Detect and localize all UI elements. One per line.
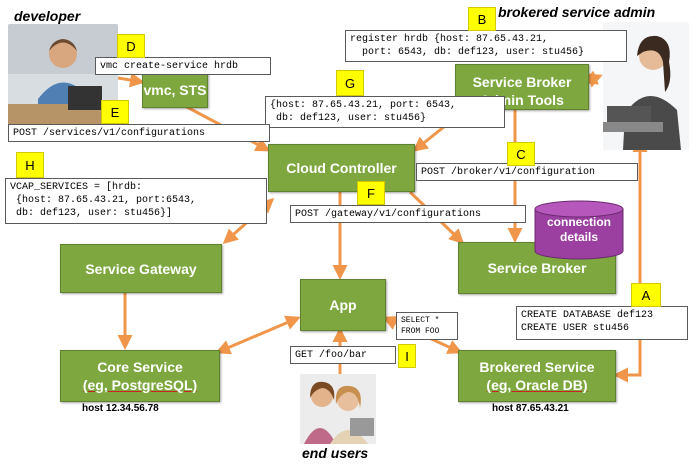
admin-label: brokered service admin xyxy=(498,4,656,20)
step-tag-g: G xyxy=(336,70,364,96)
step-tag-a: A xyxy=(631,283,661,307)
create-database-sql: CREATE DATABASE def123 CREATE USER stu45… xyxy=(516,306,688,340)
arrow-developer-vmc xyxy=(117,72,145,88)
vmc-create-service-command: vmc create-service hrdb xyxy=(95,57,271,75)
connection-details-label: connection details xyxy=(546,215,611,244)
end-users-label: end users xyxy=(302,445,369,461)
app-box[interactable]: App xyxy=(300,279,386,331)
end-users-photo xyxy=(300,374,376,444)
get-foo-bar-request: GET /foo/bar xyxy=(290,346,396,364)
cloud-controller-label: Cloud Controller xyxy=(286,160,397,176)
cloud-controller-box[interactable]: Cloud Controller xyxy=(268,144,415,192)
vmc-sts-label: vmc, STS xyxy=(143,82,207,98)
developer-photo xyxy=(8,24,118,128)
credentials-json: {host: 87.65.43.21, port: 6543, db: def1… xyxy=(265,96,505,128)
brokered-service-box[interactable]: Brokered Service (eg, Oracle DB) xyxy=(458,350,616,402)
step-tag-h: H xyxy=(16,152,44,178)
post-gateway-configurations: POST /gateway/v1/configurations xyxy=(290,205,526,223)
register-command: register hrdb {host: 87.65.43.21, port: … xyxy=(345,30,627,62)
arrow-app-core xyxy=(215,315,301,355)
step-tag-b: B xyxy=(468,7,496,31)
step-tag-i: I xyxy=(398,344,416,368)
connection-details-cylinder-icon xyxy=(534,200,624,260)
brokered-service-example: (eg, Oracle DB) xyxy=(486,377,588,393)
step-tag-c: C xyxy=(507,142,535,166)
core-service-box[interactable]: Core Service (eg, PostgreSQL) xyxy=(60,350,220,402)
select-sql: SELECT * FROM FOO xyxy=(396,312,458,340)
step-tag-d: D xyxy=(117,34,145,58)
core-service-host: host 12.34.56.78 xyxy=(82,403,159,414)
brokered-service-host: host 87.65.43.21 xyxy=(492,403,569,414)
post-services-configurations: POST /services/v1/configurations xyxy=(8,124,270,142)
app-label: App xyxy=(329,297,357,313)
service-broker-label: Service Broker xyxy=(487,260,587,276)
service-gateway-box[interactable]: Service Gateway xyxy=(60,244,222,293)
developer-label: developer xyxy=(14,8,81,24)
brokered-service-label: Brokered Service xyxy=(479,359,595,375)
vcap-services-env: VCAP_SERVICES = [hrdb: {host: 87.65.43.2… xyxy=(5,178,267,224)
service-gateway-label: Service Gateway xyxy=(85,260,197,277)
step-tag-f: F xyxy=(357,181,385,205)
core-service-example: (eg, PostgreSQL) xyxy=(82,377,198,393)
core-service-label: Core Service xyxy=(97,359,183,375)
step-tag-e: E xyxy=(101,100,129,124)
